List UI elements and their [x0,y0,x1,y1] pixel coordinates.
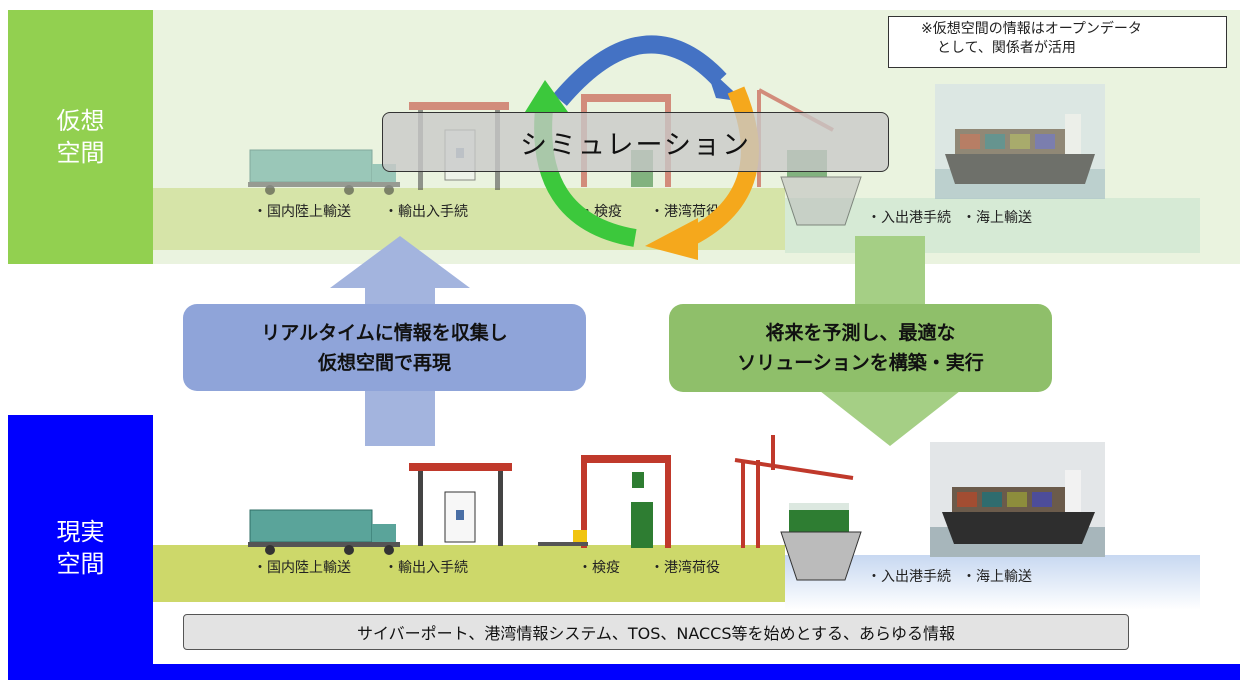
information-sources-bar: サイバーポート、港湾情報システム、TOS、NACCS等を始めとする、あらゆる情報 [183,614,1129,650]
virtual-land-label: ・国内陸上輸送 [253,204,351,220]
note-line: として、関係者が活用 [937,40,1076,56]
callout-line: 将来を予測し、最適な [765,322,956,344]
real-land-strip [153,545,785,602]
callout-line: ソリューションを構築・実行 [737,352,984,374]
customs-gate-icon [409,463,512,546]
real-sea-label: ・海上輸送 [962,569,1032,585]
virtual-space-label: 仮想 空間 [8,10,153,264]
real-land-label: ・輸出入手続 [384,560,468,576]
cycle-arrow-blue [553,35,727,106]
truck-icon [248,149,400,195]
real-space-label: 現実 空間 [8,415,153,680]
virtual-sea-label: ・海上輸送 [962,210,1032,226]
real-port-illustration [248,435,862,581]
real-sea-label: ・入出港手続 [867,569,951,585]
truck-icon [248,509,400,555]
predict-solution-callout: 将来を予測し、最適な ソリューションを構築・実行 [669,304,1052,392]
real-land-label: ・国内陸上輸送 [253,560,351,576]
virtual-sea-label: ・入出港手続 [867,210,951,226]
real-land-label: ・港湾荷役 [650,560,720,576]
callout-line: 仮想空間で再現 [317,351,451,374]
cycle-arrowhead-green [525,80,568,112]
real-land-label: ・検疫 [578,560,620,576]
real-container-ship-photo [930,442,1105,557]
real-sea-strip [785,555,1200,610]
quay-crane-icon [734,435,854,548]
virtual-land-label: ・港湾荷役 [650,204,720,220]
real-space-bottom-bar [153,664,1240,680]
gantry-crane-icon [538,455,671,548]
simulation-box: シミュレーション [382,112,889,172]
collect-info-callout: リアルタイムに情報を収集し 仮想空間で再現 [183,304,586,391]
cycle-arrowhead-orange [645,218,698,260]
note-line: ※仮想空間の情報はオープンデータ [921,21,1142,37]
callout-line: リアルタイムに情報を収集し [261,321,508,344]
open-data-note: ※仮想空間の情報はオープンデータ として、関係者が活用 [888,16,1227,68]
virtual-land-label: ・輸出入手続 [384,204,468,220]
virtual-sea-strip [785,198,1200,253]
virtual-container-ship-photo [935,84,1105,199]
